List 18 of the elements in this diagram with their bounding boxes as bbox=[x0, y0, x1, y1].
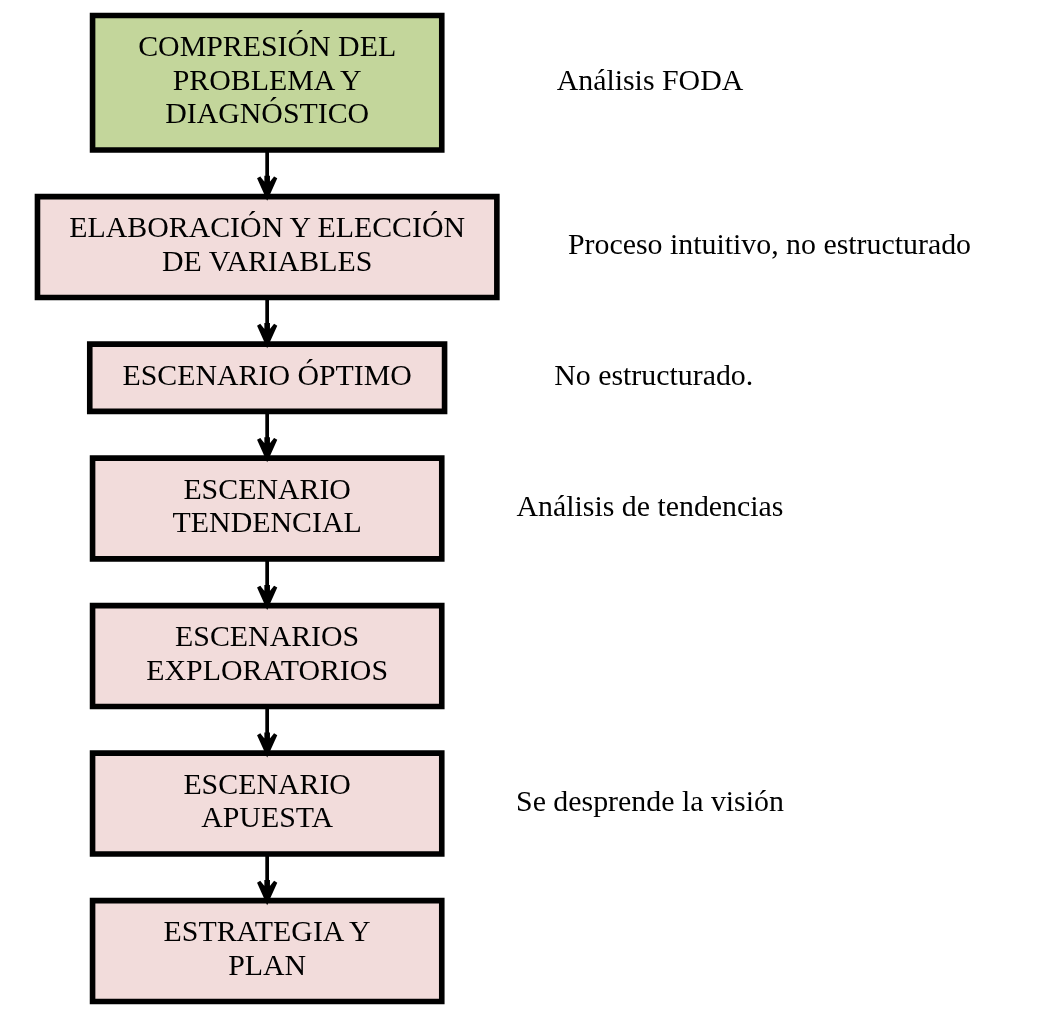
arrow bbox=[256, 706, 278, 755]
node-box: ESCENARIO APUESTA bbox=[89, 750, 445, 857]
node-box: ESTRATEGIA Y PLAN bbox=[89, 897, 445, 1005]
node-box: ESCENARIOS EXPLORATORIOS bbox=[89, 602, 445, 710]
arrow bbox=[256, 411, 278, 460]
node-label: No estructurado. bbox=[554, 357, 754, 391]
node-box: ESCENARIO TENDENCIAL bbox=[89, 455, 445, 562]
node-box: COMPRESIÓN DEL PROBLEMA Y DIAGNÓSTICO bbox=[89, 12, 445, 153]
node-box: ELABORACIÓN Y ELECCIÓN DE VARIABLES bbox=[34, 193, 500, 301]
node-label: Proceso intuitivo, no estructurado bbox=[567, 227, 972, 261]
node-box: ESCENARIO ÓPTIMO bbox=[86, 341, 448, 415]
node-label: Análisis de tendencias bbox=[516, 488, 784, 522]
arrow bbox=[256, 559, 278, 608]
arrow bbox=[256, 150, 278, 199]
node-label: Se desprende la visión bbox=[516, 783, 784, 817]
arrow bbox=[256, 297, 278, 346]
node-label: Análisis FODA bbox=[556, 62, 744, 96]
arrow bbox=[256, 854, 278, 903]
